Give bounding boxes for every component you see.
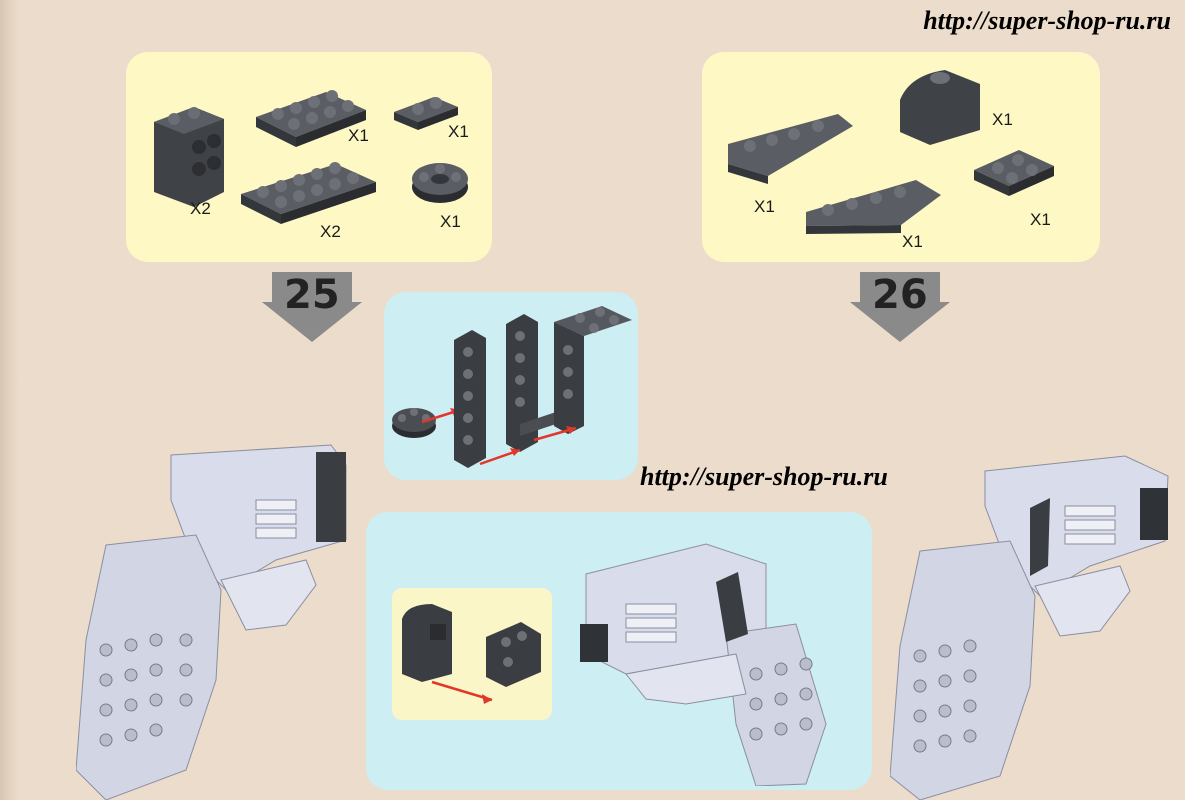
step26-subassembly-parts [392, 588, 552, 720]
plate-2x6-icon [241, 162, 376, 224]
part-qty: X1 [902, 232, 923, 251]
step26-arrow-icon [850, 272, 950, 342]
part-qty: X1 [992, 110, 1013, 129]
watermark-url-top: http://super-shop-ru.ru [923, 6, 1171, 35]
step25-parts-illustration [154, 90, 468, 224]
revolver-model-step25 [76, 444, 347, 800]
step26-parts-panel: X1 X1 X1 X1 [702, 52, 1100, 262]
step25-arrow-icon [262, 272, 362, 342]
plate-2x2-icon [974, 150, 1054, 196]
step26-parts-illustration [728, 70, 1054, 234]
step26-number: 26 [872, 272, 928, 318]
part-qty: X2 [320, 222, 341, 241]
part-qty: X1 [754, 197, 775, 216]
plate-2x4-icon [256, 90, 366, 147]
round-plate-2x2-icon [412, 163, 468, 203]
part-qty: X1 [1030, 210, 1051, 229]
step25-parts-panel: X2 X1 X1 X2 X1 [126, 52, 492, 262]
step25-number: 25 [284, 272, 340, 318]
wedge-plate-right-icon [806, 180, 941, 234]
revolver-model-step26-detail [580, 543, 827, 786]
wedge-plate-left-icon [728, 114, 853, 184]
part-qty: X1 [348, 126, 369, 145]
part-qty: X2 [190, 199, 211, 218]
page-spine [0, 0, 20, 800]
part-qty: X1 [440, 212, 461, 231]
part-qty: X1 [448, 122, 469, 141]
step26-assembly-panel [366, 512, 872, 790]
bracket-brick-icon [154, 107, 224, 207]
watermark-url-middle: http://super-shop-ru.ru [640, 462, 888, 491]
subassembly-illustration [392, 306, 632, 468]
curved-slope-icon [900, 70, 980, 145]
step25-subassembly-panel [384, 292, 638, 480]
revolver-model-step26 [890, 455, 1169, 800]
plate-1x2-icon [394, 97, 458, 130]
